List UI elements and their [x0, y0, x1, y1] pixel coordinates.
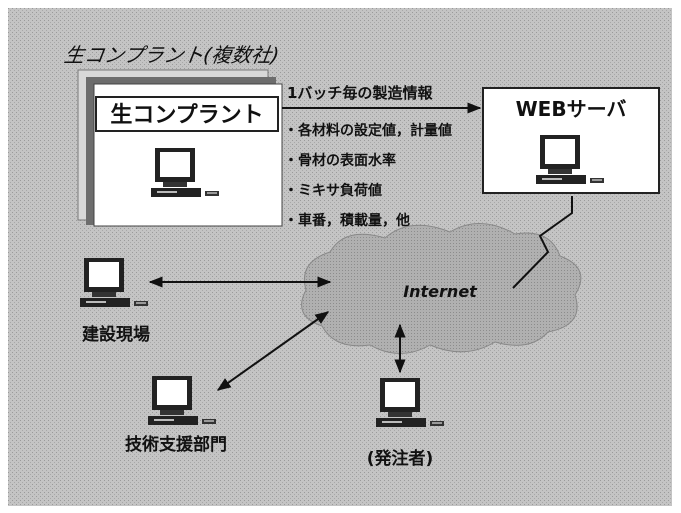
flow-item: ・骨材の表面水率 — [284, 152, 396, 169]
support-link-arrow — [216, 311, 330, 391]
flow-label: 1バッチ毎の製造情報 — [287, 84, 433, 102]
support-label: 技術支援部門 — [125, 434, 227, 455]
flow-item-list: ・各材料の設定値，計量値 ・骨材の表面水率 ・ミキサ負荷値 ・車番，積載量，他 — [284, 122, 452, 229]
web-server-label: WEBサーバ — [516, 97, 627, 121]
flow-item: ・各材料の設定値，計量値 — [284, 122, 452, 139]
site-label: 建設現場 — [82, 324, 150, 345]
plant-label-box — [95, 96, 279, 132]
flow-item: ・車番，積載量，他 — [284, 212, 410, 229]
plant-label: 生コンプラント — [110, 103, 263, 128]
flow-item: ・ミキサ負荷値 — [284, 182, 382, 199]
lightning-link — [512, 196, 573, 289]
diagram-title: 生コンプラント(複数社) — [63, 43, 281, 67]
client-label: (発注者) — [367, 448, 434, 469]
internet-label: Internet — [403, 282, 478, 301]
